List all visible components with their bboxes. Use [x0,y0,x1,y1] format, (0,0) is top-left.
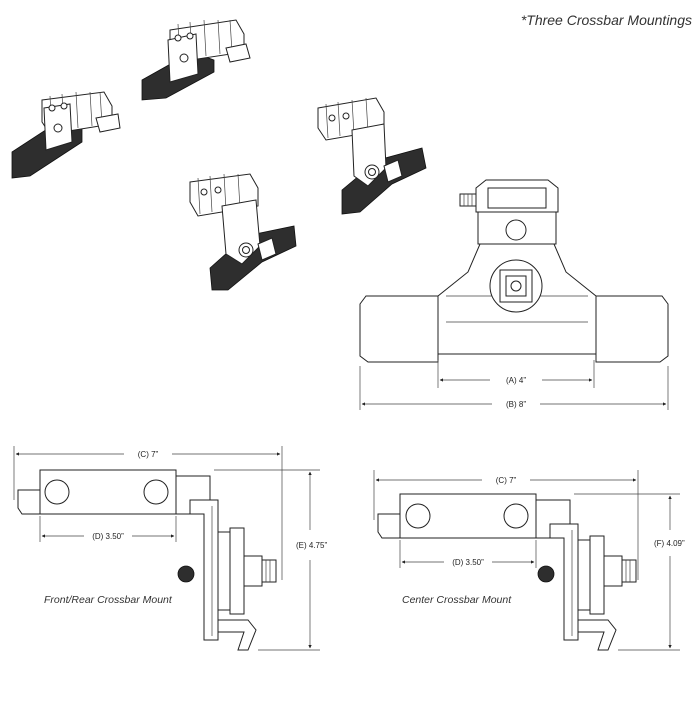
center-dimension-d: (D) 3.50” [399,540,537,568]
dim-e-label: (E) 4.75” [296,541,327,550]
dim-f-label: (F) 4.09” [654,539,685,548]
iso-bracket-1 [141,19,251,101]
center-dimension-c: (C) 7” [373,470,639,580]
center-caption: Center Crossbar Mount [402,594,512,606]
diagram-title: *Three Crossbar Mountings [520,12,692,28]
dim-a-label: (A) 4” [506,376,526,385]
front-rear-caption: Front/Rear Crossbar Mount [44,594,172,606]
front-rear-side-view [17,469,277,651]
front-rear-dim-c-label: (C) 7” [138,450,159,459]
top-view-bracket [359,179,669,363]
center-dim-d-label: (D) 3.50” [452,558,484,567]
iso-bracket-3 [317,97,427,215]
front-rear-dim-d-label: (D) 3.50” [92,532,124,541]
dim-b-label: (B) 8” [506,400,526,409]
dimension-f: (F) 4.09” [574,493,685,651]
dimension-b: (B) 8” [359,366,669,410]
front-rear-dimension-c: (C) 7” [13,446,283,580]
dimension-a: (A) 4” [437,360,595,388]
dimension-e: (E) 4.75” [214,469,327,651]
iso-bracket-2 [11,91,121,179]
iso-bracket-4 [189,173,297,291]
center-side-view [377,493,637,651]
front-rear-dimension-d: (D) 3.50” [39,516,177,542]
center-dim-c-label: (C) 7” [496,476,517,485]
